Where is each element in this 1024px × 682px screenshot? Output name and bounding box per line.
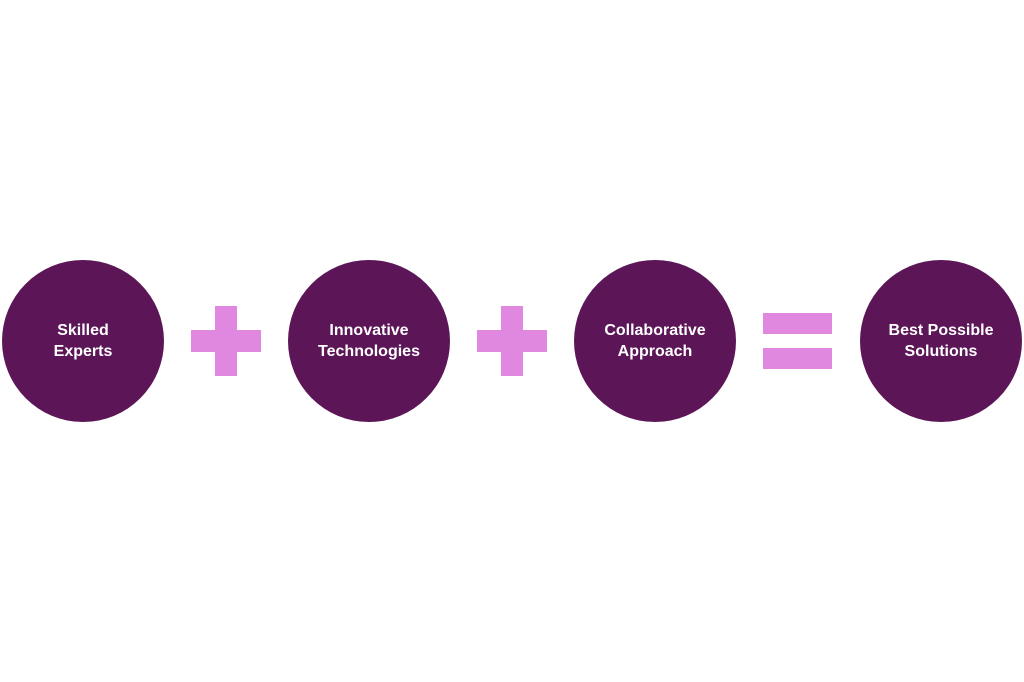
equals-bar-bottom — [763, 348, 832, 369]
node-label-line1: Skilled — [57, 322, 109, 339]
plus-icon — [477, 306, 547, 376]
node-label-line1: Collaborative — [604, 322, 706, 339]
node-label-line2: Experts — [53, 343, 113, 360]
node-label-line2: Solutions — [904, 343, 978, 360]
plus-bar-vertical — [501, 306, 523, 376]
node-label-line1: Best Possible — [888, 322, 994, 339]
node-skilled-experts: Skilled Experts — [2, 260, 164, 422]
node-label-line2: Technologies — [318, 343, 420, 360]
node-label-line1: Innovative — [329, 322, 409, 339]
node-best-possible-solutions: Best Possible Solutions — [860, 260, 1022, 422]
plus-icon — [191, 306, 261, 376]
node-innovative-technologies: Innovative Technologies — [288, 260, 450, 422]
node-label-line2: Approach — [617, 343, 693, 360]
equals-bar-top — [763, 313, 832, 334]
equals-icon — [763, 313, 832, 369]
plus-bar-vertical — [215, 306, 237, 376]
node-collaborative-approach: Collaborative Approach — [574, 260, 736, 422]
